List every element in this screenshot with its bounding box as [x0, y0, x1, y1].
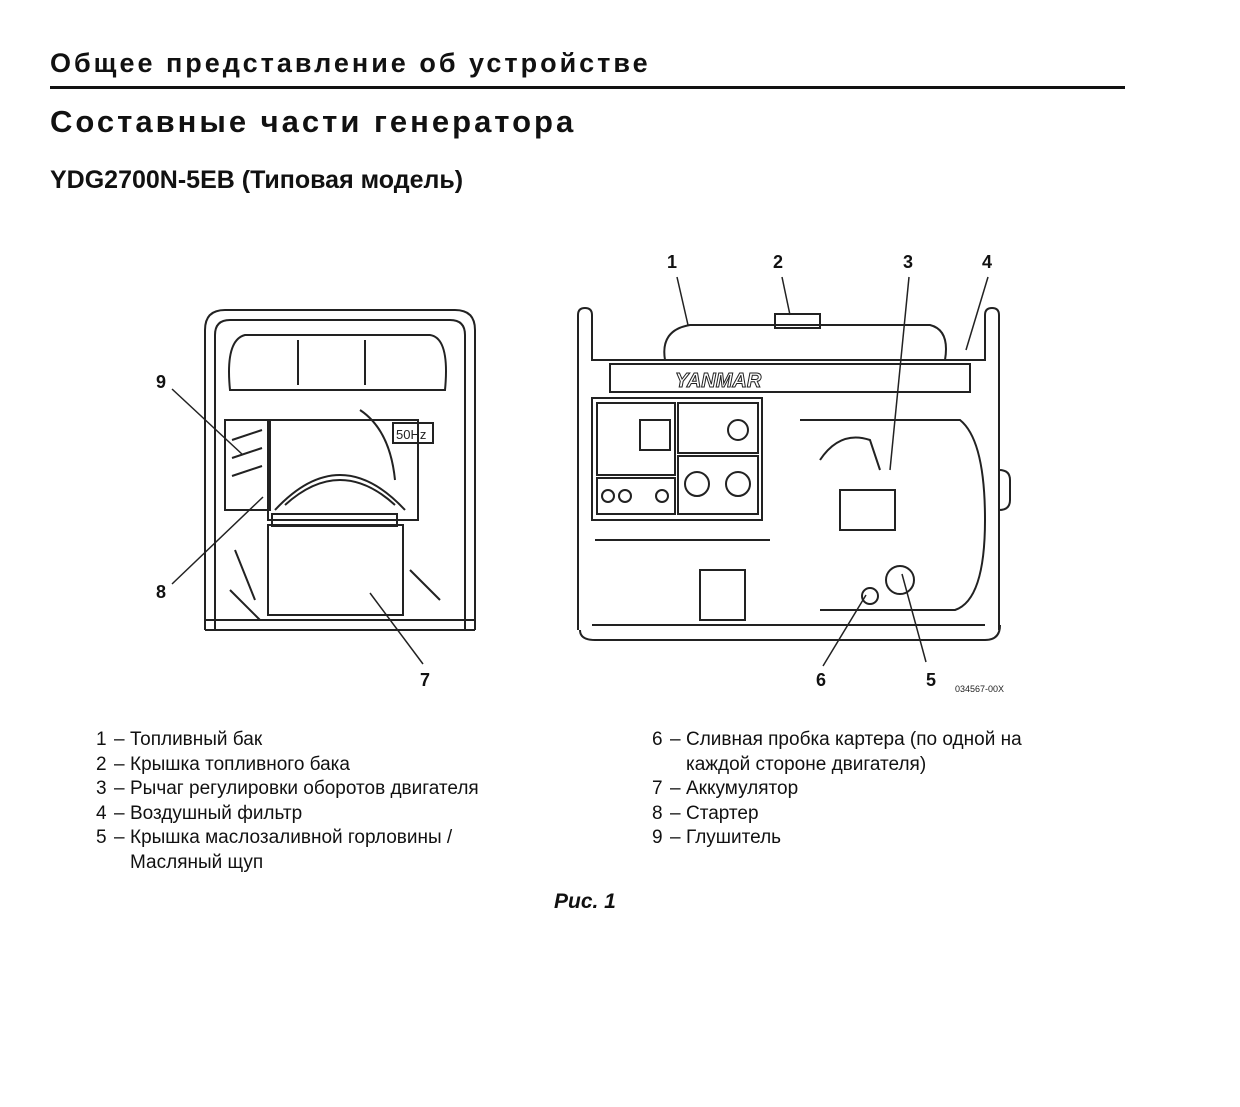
- legend-num: 1: [96, 729, 107, 750]
- legend-text: Стартер: [686, 802, 759, 824]
- legend-item: 1– Топливный бак: [96, 728, 479, 753]
- legend-num: 6: [652, 729, 663, 750]
- legend-text: Глушитель: [686, 827, 782, 848]
- legend-item: 7– Аккумулятор: [652, 777, 1022, 802]
- side-view-drawing: [204, 309, 476, 631]
- model-title: YDG2700N-5EB (Типовая модель): [50, 166, 464, 194]
- section-title: Общее представление об устройстве: [50, 48, 651, 78]
- legend-num: 9: [652, 827, 663, 848]
- legend-num: 5: [96, 827, 107, 848]
- legend-text: Крышка топливного бака: [130, 753, 350, 775]
- frequency-badge: 50Hz: [396, 427, 426, 442]
- legend-item: 3– Рычаг регулировки оборотов двигателя: [96, 777, 479, 802]
- callout-1: 1: [667, 252, 677, 272]
- legend-item: 6– Сливная пробка картера (по одной на: [652, 728, 1022, 753]
- legend-item: 5– Крышка маслозаливной горловины /: [96, 826, 479, 851]
- legend-num: 8: [652, 802, 663, 824]
- callout-9: 9: [156, 372, 166, 392]
- figure-caption: Рис. 1: [554, 890, 616, 913]
- legend-item: 8– Стартер: [652, 802, 1022, 827]
- brand-logo: YANMAR: [675, 370, 762, 392]
- generator-diagram: YANMAR 50Hz 034567-00X 1 2 3 4 5 6 7 8 9: [156, 252, 1011, 694]
- legend-num: 7: [652, 778, 663, 799]
- legend-item: 2– Крышка топливного бака: [96, 753, 479, 778]
- callout-4: 4: [982, 252, 992, 272]
- legend-num: 3: [96, 778, 107, 799]
- header-rule: [50, 86, 1125, 89]
- legend-num: 4: [96, 802, 107, 824]
- callout-7: 7: [420, 670, 430, 690]
- callout-2: 2: [773, 252, 783, 272]
- legend-num: 2: [96, 753, 107, 775]
- callout-5: 5: [926, 670, 936, 690]
- legend-text-continued: каждой стороне двигателя): [686, 753, 927, 775]
- drawing-code: 034567-00X: [955, 684, 1004, 694]
- page-title: Составные части генератора: [50, 104, 577, 139]
- legend-item: 4– Воздушный фильтр: [96, 802, 479, 827]
- legend-text-continued: Масляный щуп: [130, 851, 264, 873]
- front-view-drawing: [577, 306, 1011, 641]
- legend-text: Аккумулятор: [686, 778, 799, 799]
- legend-text: Воздушный фильтр: [130, 802, 303, 824]
- legend-text: Рычаг регулировки оборотов двигателя: [130, 778, 479, 799]
- callout-leaders: [171, 276, 989, 667]
- legend-left: 1– Топливный бак 2– Крышка топливного ба…: [96, 728, 479, 875]
- legend-text: Топливный бак: [130, 729, 263, 750]
- legend-text: Сливная пробка картера (по одной на: [686, 729, 1022, 750]
- legend-text: Крышка маслозаливной горловины /: [130, 827, 453, 848]
- callout-6: 6: [816, 670, 826, 690]
- legend-right: 6– Сливная пробка картера (по одной на к…: [652, 728, 1022, 851]
- callout-8: 8: [156, 582, 166, 602]
- legend-item: 9– Глушитель: [652, 826, 1022, 851]
- callout-3: 3: [903, 252, 913, 272]
